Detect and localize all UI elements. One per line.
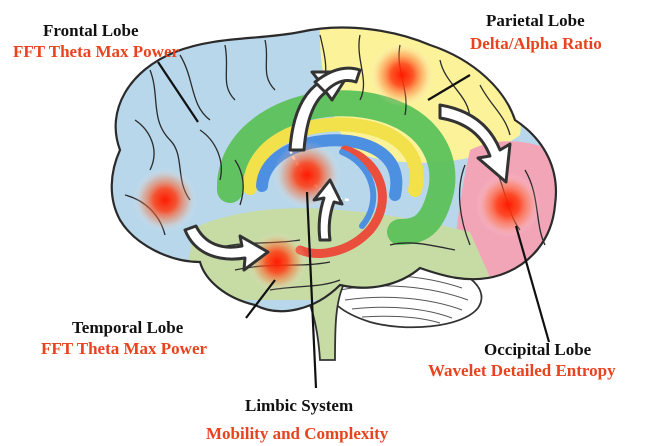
- parietal-lobe-metric: Delta/Alpha Ratio: [470, 35, 602, 52]
- limbic-system-label: Limbic System: [245, 397, 353, 414]
- temporal-lobe-metric: FFT Theta Max Power: [41, 340, 207, 357]
- occipital-lobe-label: Occipital Lobe: [484, 341, 591, 358]
- limbic-system-metric: Mobility and Complexity: [206, 425, 388, 442]
- temporal-lobe-label: Temporal Lobe: [72, 319, 183, 336]
- hotspot-frontal: [133, 168, 197, 232]
- frontal-lobe-label: Frontal Lobe: [43, 22, 139, 39]
- parietal-lobe-label: Parietal Lobe: [486, 12, 585, 29]
- hotspot-occipital: [476, 173, 540, 237]
- occipital-lobe-metric: Wavelet Detailed Entropy: [428, 362, 616, 379]
- frontal-lobe-metric: FFT Theta Max Power: [13, 43, 179, 60]
- hotspot-parietal: [370, 43, 434, 107]
